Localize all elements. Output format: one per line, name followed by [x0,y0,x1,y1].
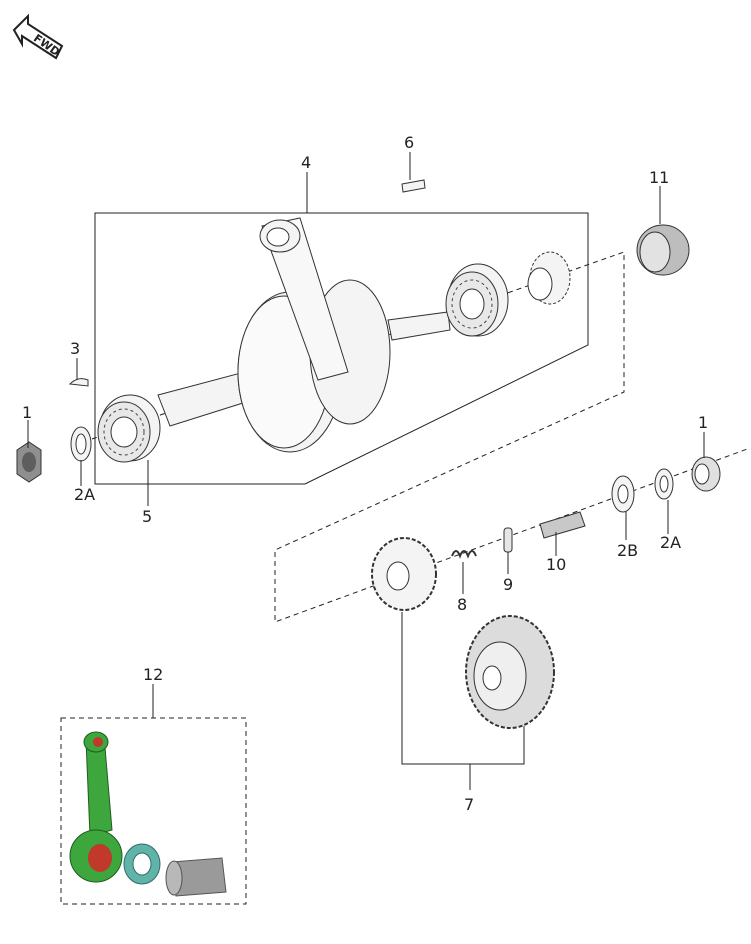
callout-4: 4 [301,153,311,172]
kit-connecting-rod [69,731,123,883]
crankshaft-assembly-frame [94,212,589,485]
nut-left [16,441,42,483]
callout-10: 10 [546,555,566,574]
callout-1-right: 1 [698,413,708,432]
woodruff-key [68,378,89,387]
callout-5: 5 [142,507,152,526]
bearing-right [445,263,509,337]
primary-gear [371,537,437,611]
spring-8 [451,550,477,559]
fwd-arrow-icon: FWD [12,13,64,60]
crankshaft-right-shaft [387,311,451,341]
washer-2a-right [654,468,674,500]
kit-needle-bearing [123,843,161,885]
callout-2a-left: 2A [74,485,95,504]
callout-3: 3 [70,339,80,358]
callout-7: 7 [464,795,474,814]
shaft-10 [539,511,586,539]
timing-sprocket [527,251,571,305]
callout-2a-right: 2A [660,533,681,552]
callout-9: 9 [503,575,513,594]
connecting-rod [259,217,349,381]
callout-2b: 2B [617,541,638,560]
kit-crank-pin [165,857,227,897]
callout-11: 11 [649,168,669,187]
bearing-left [97,394,161,463]
callout-8: 8 [457,595,467,614]
pin-9 [503,527,513,553]
nut-right [691,456,721,492]
washer-2b [611,475,635,513]
clutch-housing [465,615,555,729]
pin-6 [401,179,426,193]
callout-1-left: 1 [22,403,32,422]
washer-2a-left [70,426,92,462]
leader-lines [27,152,705,718]
gear-bracket [401,612,525,790]
collar-11 [636,224,690,276]
crankshaft-axis-dashed [74,251,751,623]
callout-6: 6 [404,133,414,152]
callout-12: 12 [143,665,163,684]
